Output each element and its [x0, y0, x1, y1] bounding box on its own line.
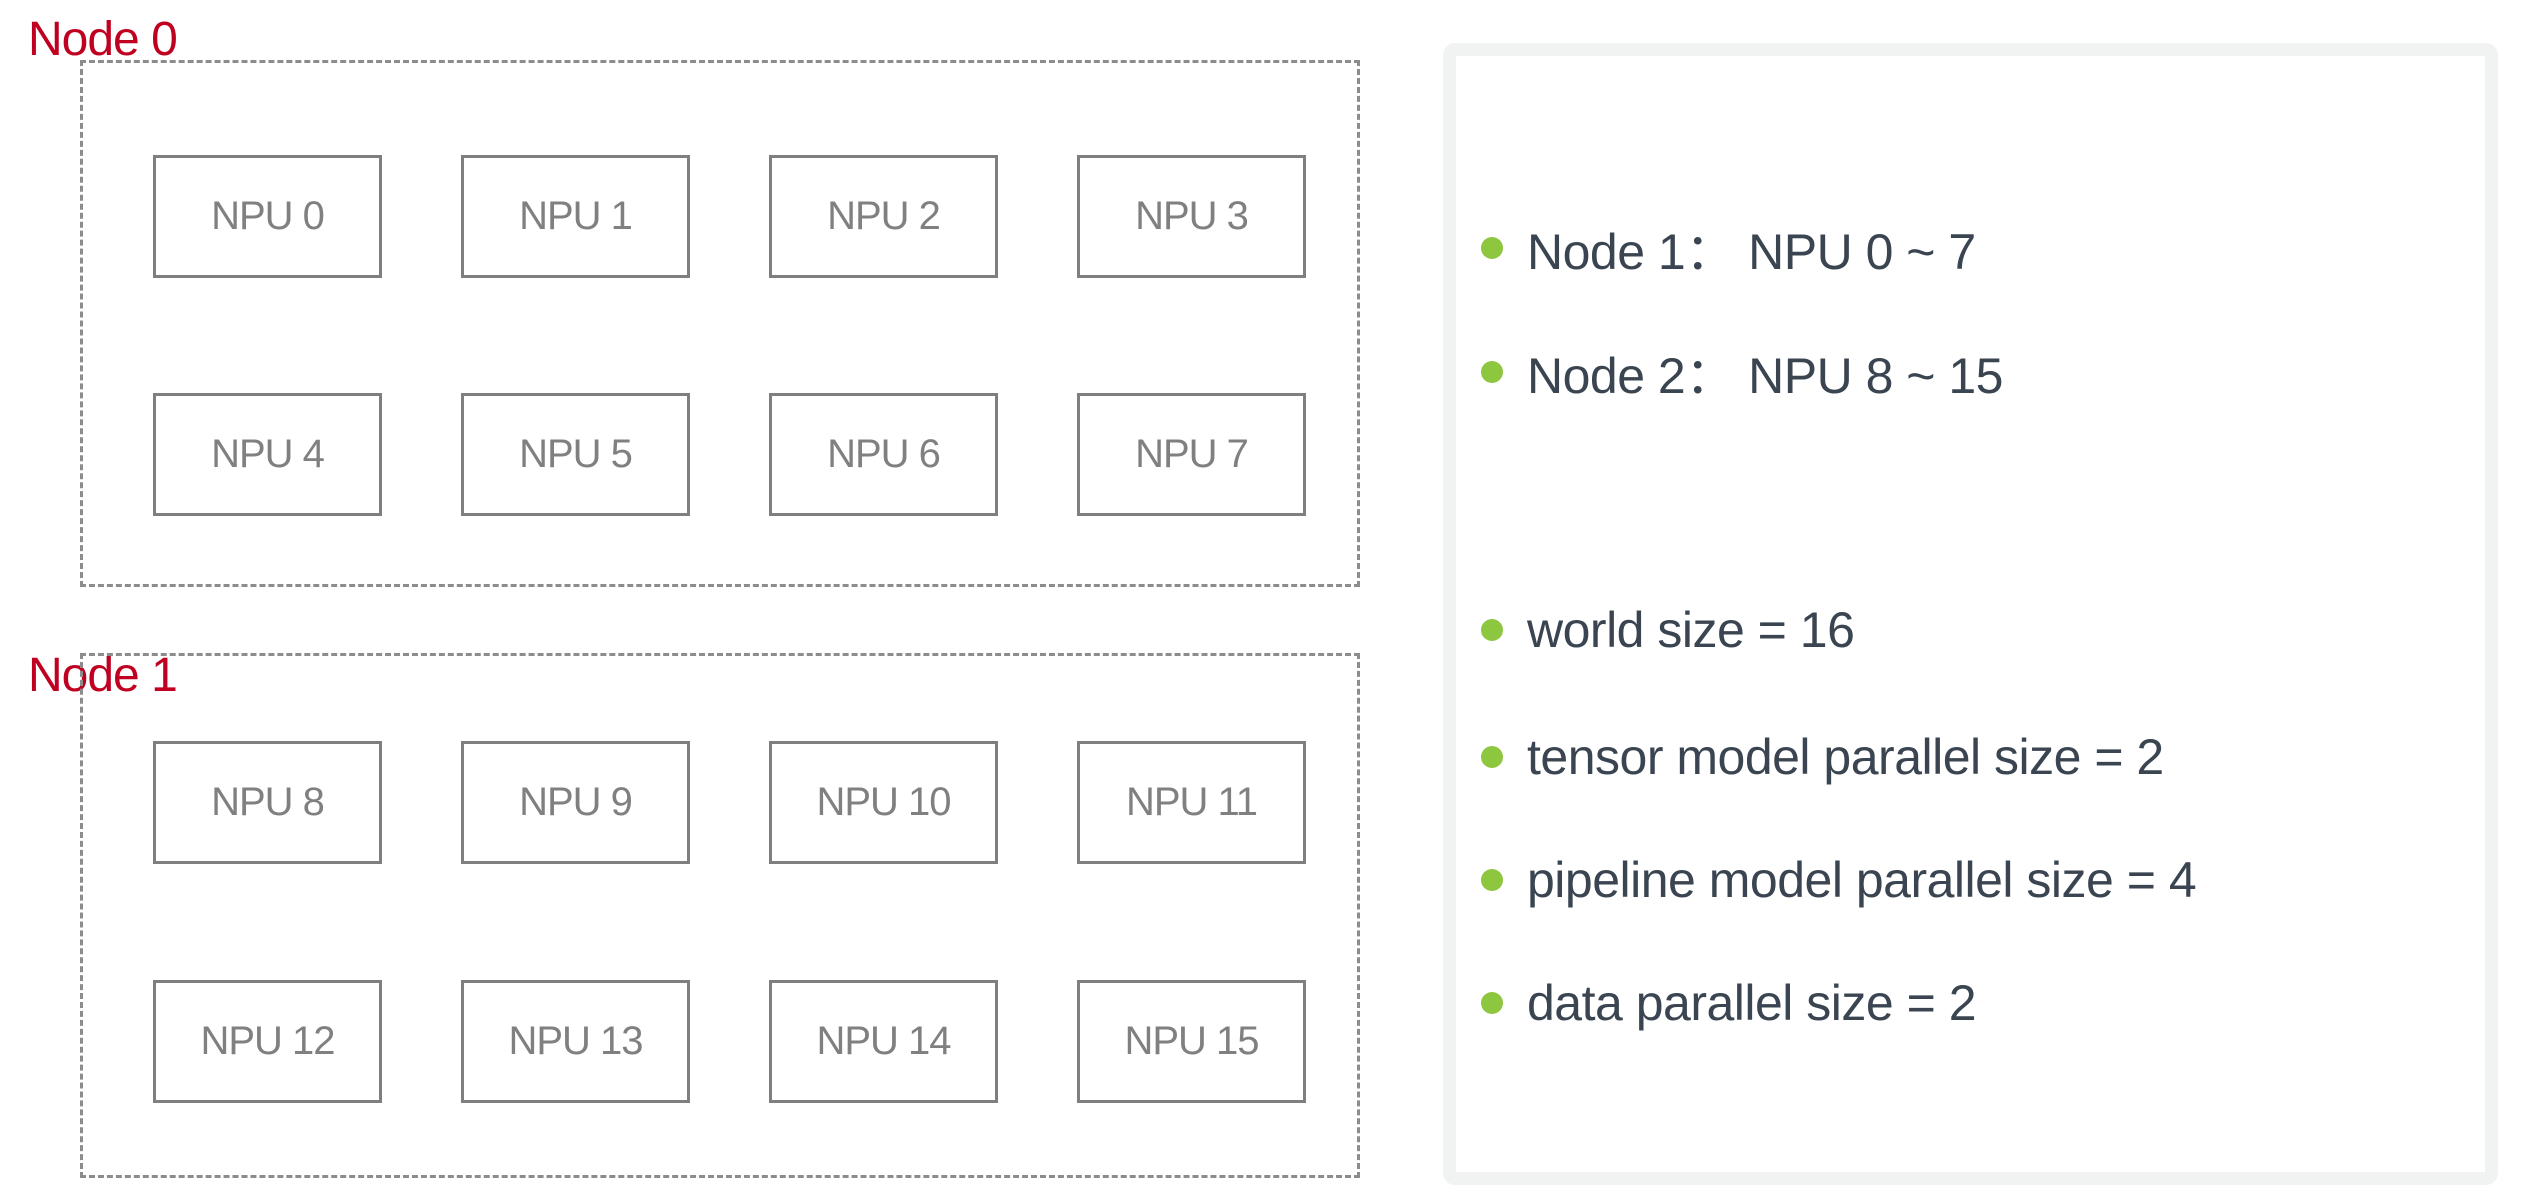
bullet-text: tensor model parallel size = 2: [1527, 729, 2164, 785]
npu-box-15: NPU 15: [1077, 980, 1306, 1103]
npu-box-5: NPU 5: [461, 393, 690, 516]
npu-box-7: NPU 7: [1077, 393, 1306, 516]
bullet-text: data parallel size = 2: [1527, 975, 1977, 1031]
node-1-group: [80, 653, 1360, 1178]
npu-box-14: NPU 14: [769, 980, 998, 1103]
bullet-dot: [1481, 869, 1503, 891]
node-0-group: [80, 60, 1360, 587]
npu-box-3: NPU 3: [1077, 155, 1306, 278]
bullet-text: Node 1： NPU 0 ~ 7: [1527, 224, 1976, 280]
bullet-dot: [1481, 361, 1503, 383]
bullet-text: world size = 16: [1527, 602, 1855, 658]
npu-box-6: NPU 6: [769, 393, 998, 516]
npu-box-10: NPU 10: [769, 741, 998, 864]
bullet-dot: [1481, 237, 1503, 259]
info-panel: [1443, 43, 2498, 1185]
npu-box-12: NPU 12: [153, 980, 382, 1103]
bullet-item: Node 1： NPU 0 ~ 7: [1481, 217, 1976, 280]
bullet-dot: [1481, 619, 1503, 641]
npu-box-0: NPU 0: [153, 155, 382, 278]
bullet-item: pipeline model parallel size = 4: [1481, 849, 2197, 911]
npu-box-9: NPU 9: [461, 741, 690, 864]
npu-box-8: NPU 8: [153, 741, 382, 864]
node-0-label: Node 0: [28, 13, 178, 66]
bullet-item: tensor model parallel size = 2: [1481, 726, 2164, 788]
npu-box-11: NPU 11: [1077, 741, 1306, 864]
bullet-text: pipeline model parallel size = 4: [1527, 852, 2197, 908]
node-1-label: Node 1: [28, 649, 178, 702]
npu-box-2: NPU 2: [769, 155, 998, 278]
bullet-dot: [1481, 746, 1503, 768]
npu-box-1: NPU 1: [461, 155, 690, 278]
bullet-dot: [1481, 992, 1503, 1014]
npu-box-4: NPU 4: [153, 393, 382, 516]
npu-box-13: NPU 13: [461, 980, 690, 1103]
bullet-text: Node 2： NPU 8 ~ 15: [1527, 348, 2004, 404]
bullet-item: data parallel size = 2: [1481, 972, 1977, 1034]
bullet-item: Node 2： NPU 8 ~ 15: [1481, 341, 2004, 404]
bullet-item: world size = 16: [1481, 599, 1855, 661]
